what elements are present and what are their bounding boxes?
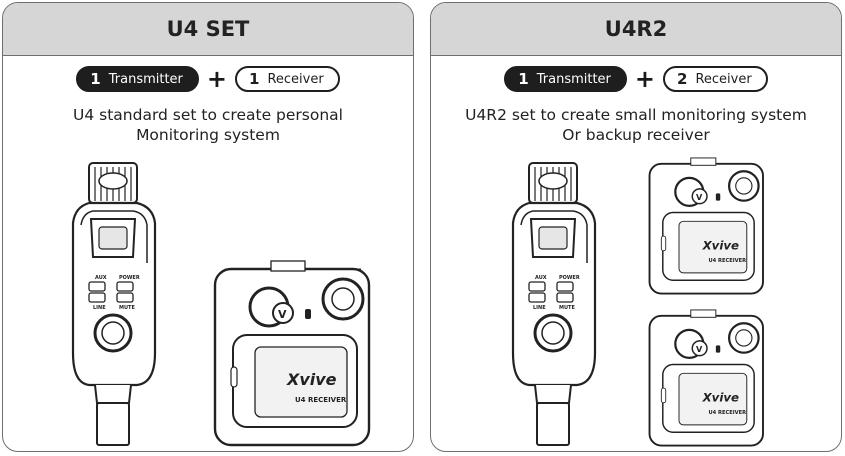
mute-label: MUTE (559, 305, 575, 311)
receiver-pill: 1 Receiver (235, 66, 340, 92)
panel-description: U4 standard set to create personal Monit… (3, 105, 413, 145)
panel-title: U4R2 (431, 3, 841, 56)
power-label: POWER (559, 275, 580, 281)
composition-row: 1 Transmitter + 2 Receiver (431, 66, 841, 92)
description-line-1: U4R2 set to create small monitoring syst… (465, 106, 807, 124)
receiver-pill: 2 Receiver (663, 66, 768, 92)
receiver-label: Receiver (695, 71, 752, 87)
svg-text:V: V (696, 344, 703, 354)
receiver-illustration-1: V Xvive U4 RECEIVER (648, 157, 764, 295)
transmitter-pill: 1 Transmitter (504, 66, 627, 92)
panel-u4r2: U4R2 1 Transmitter + 2 Receiver U4R2 set… (430, 2, 842, 452)
transmitter-label: Transmitter (536, 71, 611, 87)
transmitter-illustration: AUX POWER LINE MUTE (71, 162, 157, 446)
composition-row: 1 Transmitter + 1 Receiver (3, 66, 413, 92)
transmitter-count: 1 (518, 70, 529, 88)
line-label: LINE (93, 305, 106, 311)
power-label: POWER (119, 275, 140, 281)
transmitter-count: 1 (90, 70, 101, 88)
receiver-model: U4 RECEIVER (708, 410, 746, 416)
mute-label: MUTE (119, 305, 135, 311)
transmitter-pill: 1 Transmitter (76, 66, 199, 92)
svg-text:V: V (696, 192, 703, 202)
description-line-1: U4 standard set to create personal (73, 106, 343, 124)
receiver-model: U4 RECEIVER (295, 396, 347, 404)
panel-description: U4R2 set to create small monitoring syst… (431, 105, 841, 145)
aux-label: AUX (95, 275, 107, 281)
line-label: LINE (533, 305, 546, 311)
receiver-model: U4 RECEIVER (708, 258, 746, 264)
receiver-count: 1 (249, 70, 260, 88)
receiver-illustration: V Xvive U4 RECEIVER (213, 260, 371, 447)
receiver-illustration-2: V Xvive U4 RECEIVER (648, 309, 764, 447)
panel-u4-set: U4 SET 1 Transmitter + 1 Receiver U4 sta… (2, 2, 414, 452)
plus-sign: + (206, 65, 228, 93)
aux-label: AUX (535, 275, 547, 281)
receiver-brand: Xvive (702, 390, 739, 404)
receiver-brand: Xvive (702, 238, 739, 252)
transmitter-label: Transmitter (108, 71, 183, 87)
receiver-count: 2 (677, 70, 688, 88)
description-line-2: Monitoring system (136, 126, 280, 144)
plus-sign: + (634, 65, 656, 93)
transmitter-illustration: AUX POWER LINE MUTE (511, 162, 597, 446)
svg-text:V: V (278, 308, 287, 321)
description-line-2: Or backup receiver (562, 126, 710, 144)
receiver-label: Receiver (267, 71, 324, 87)
panel-title: U4 SET (3, 3, 413, 56)
receiver-brand: Xvive (286, 370, 337, 389)
